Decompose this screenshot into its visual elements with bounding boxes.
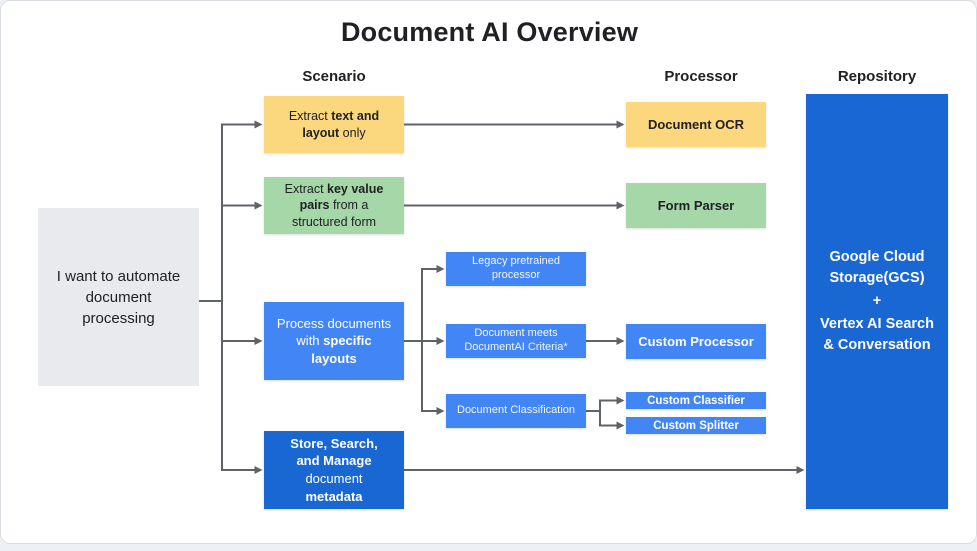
sub-box-criteria-label: Document meets DocumentAI Criteria* xyxy=(464,327,568,353)
processor-custom-splitter-box: Custom Splitter xyxy=(626,417,766,434)
scenario-store-manage-box: Store, Search, and Manage document metad… xyxy=(264,431,404,509)
sub-box-legacy-pretrained: Legacy pretrained processor xyxy=(446,252,586,286)
scenario-store-manage-label: Store, Search, and Manage document metad… xyxy=(290,435,378,504)
processor-document-ocr-box: Document OCR xyxy=(626,102,766,147)
repository-plus: + xyxy=(872,292,882,309)
repository-box: Google Cloud Storage(GCS) + Vertex AI Se… xyxy=(806,94,948,509)
processor-custom-classifier-label: Custom Classifier xyxy=(647,394,745,407)
column-header-scenario: Scenario xyxy=(302,68,366,85)
processor-custom-processor-box: Custom Processor xyxy=(626,324,766,359)
column-header-repository: Repository xyxy=(837,68,917,85)
scenario-extract-kv-box: Extract key value pairs from a structure… xyxy=(264,177,404,234)
scenario-extract-text-label: Extract text and layout only xyxy=(288,109,380,140)
processor-custom-classifier-box: Custom Classifier xyxy=(626,392,766,409)
start-box: I want to automate document processing xyxy=(38,208,199,386)
processor-custom-processor-label: Custom Processor xyxy=(638,334,754,349)
repository-line-1: Google Cloud Storage(GCS) xyxy=(829,248,925,286)
processor-custom-splitter-label: Custom Splitter xyxy=(653,419,739,432)
processor-form-parser-label: Form Parser xyxy=(657,198,735,213)
sub-box-legacy-label: Legacy pretrained processor xyxy=(471,255,561,281)
scenario-extract-text-box: Extract text and layout only xyxy=(264,96,404,153)
scenario-extract-kv-label: Extract key value pairs from a structure… xyxy=(284,182,384,229)
sub-box-documentai-criteria: Document meets DocumentAI Criteria* xyxy=(446,324,586,358)
repository-line-2: Vertex AI Search & Conversation xyxy=(820,316,934,354)
start-box-label: I want to automate document processing xyxy=(56,267,181,327)
column-header-processor: Processor xyxy=(664,68,738,85)
processor-document-ocr-label: Document OCR xyxy=(647,117,745,132)
page-title: Document AI Overview xyxy=(340,17,639,47)
processor-form-parser-box: Form Parser xyxy=(626,183,766,228)
sub-box-classification-label: Document Classification xyxy=(457,404,575,417)
sub-box-document-classification: Document Classification xyxy=(446,394,586,428)
scenario-specific-layouts-label: Process documents with specific layouts xyxy=(276,315,392,366)
scenario-specific-layouts-box: Process documents with specific layouts xyxy=(264,302,404,380)
